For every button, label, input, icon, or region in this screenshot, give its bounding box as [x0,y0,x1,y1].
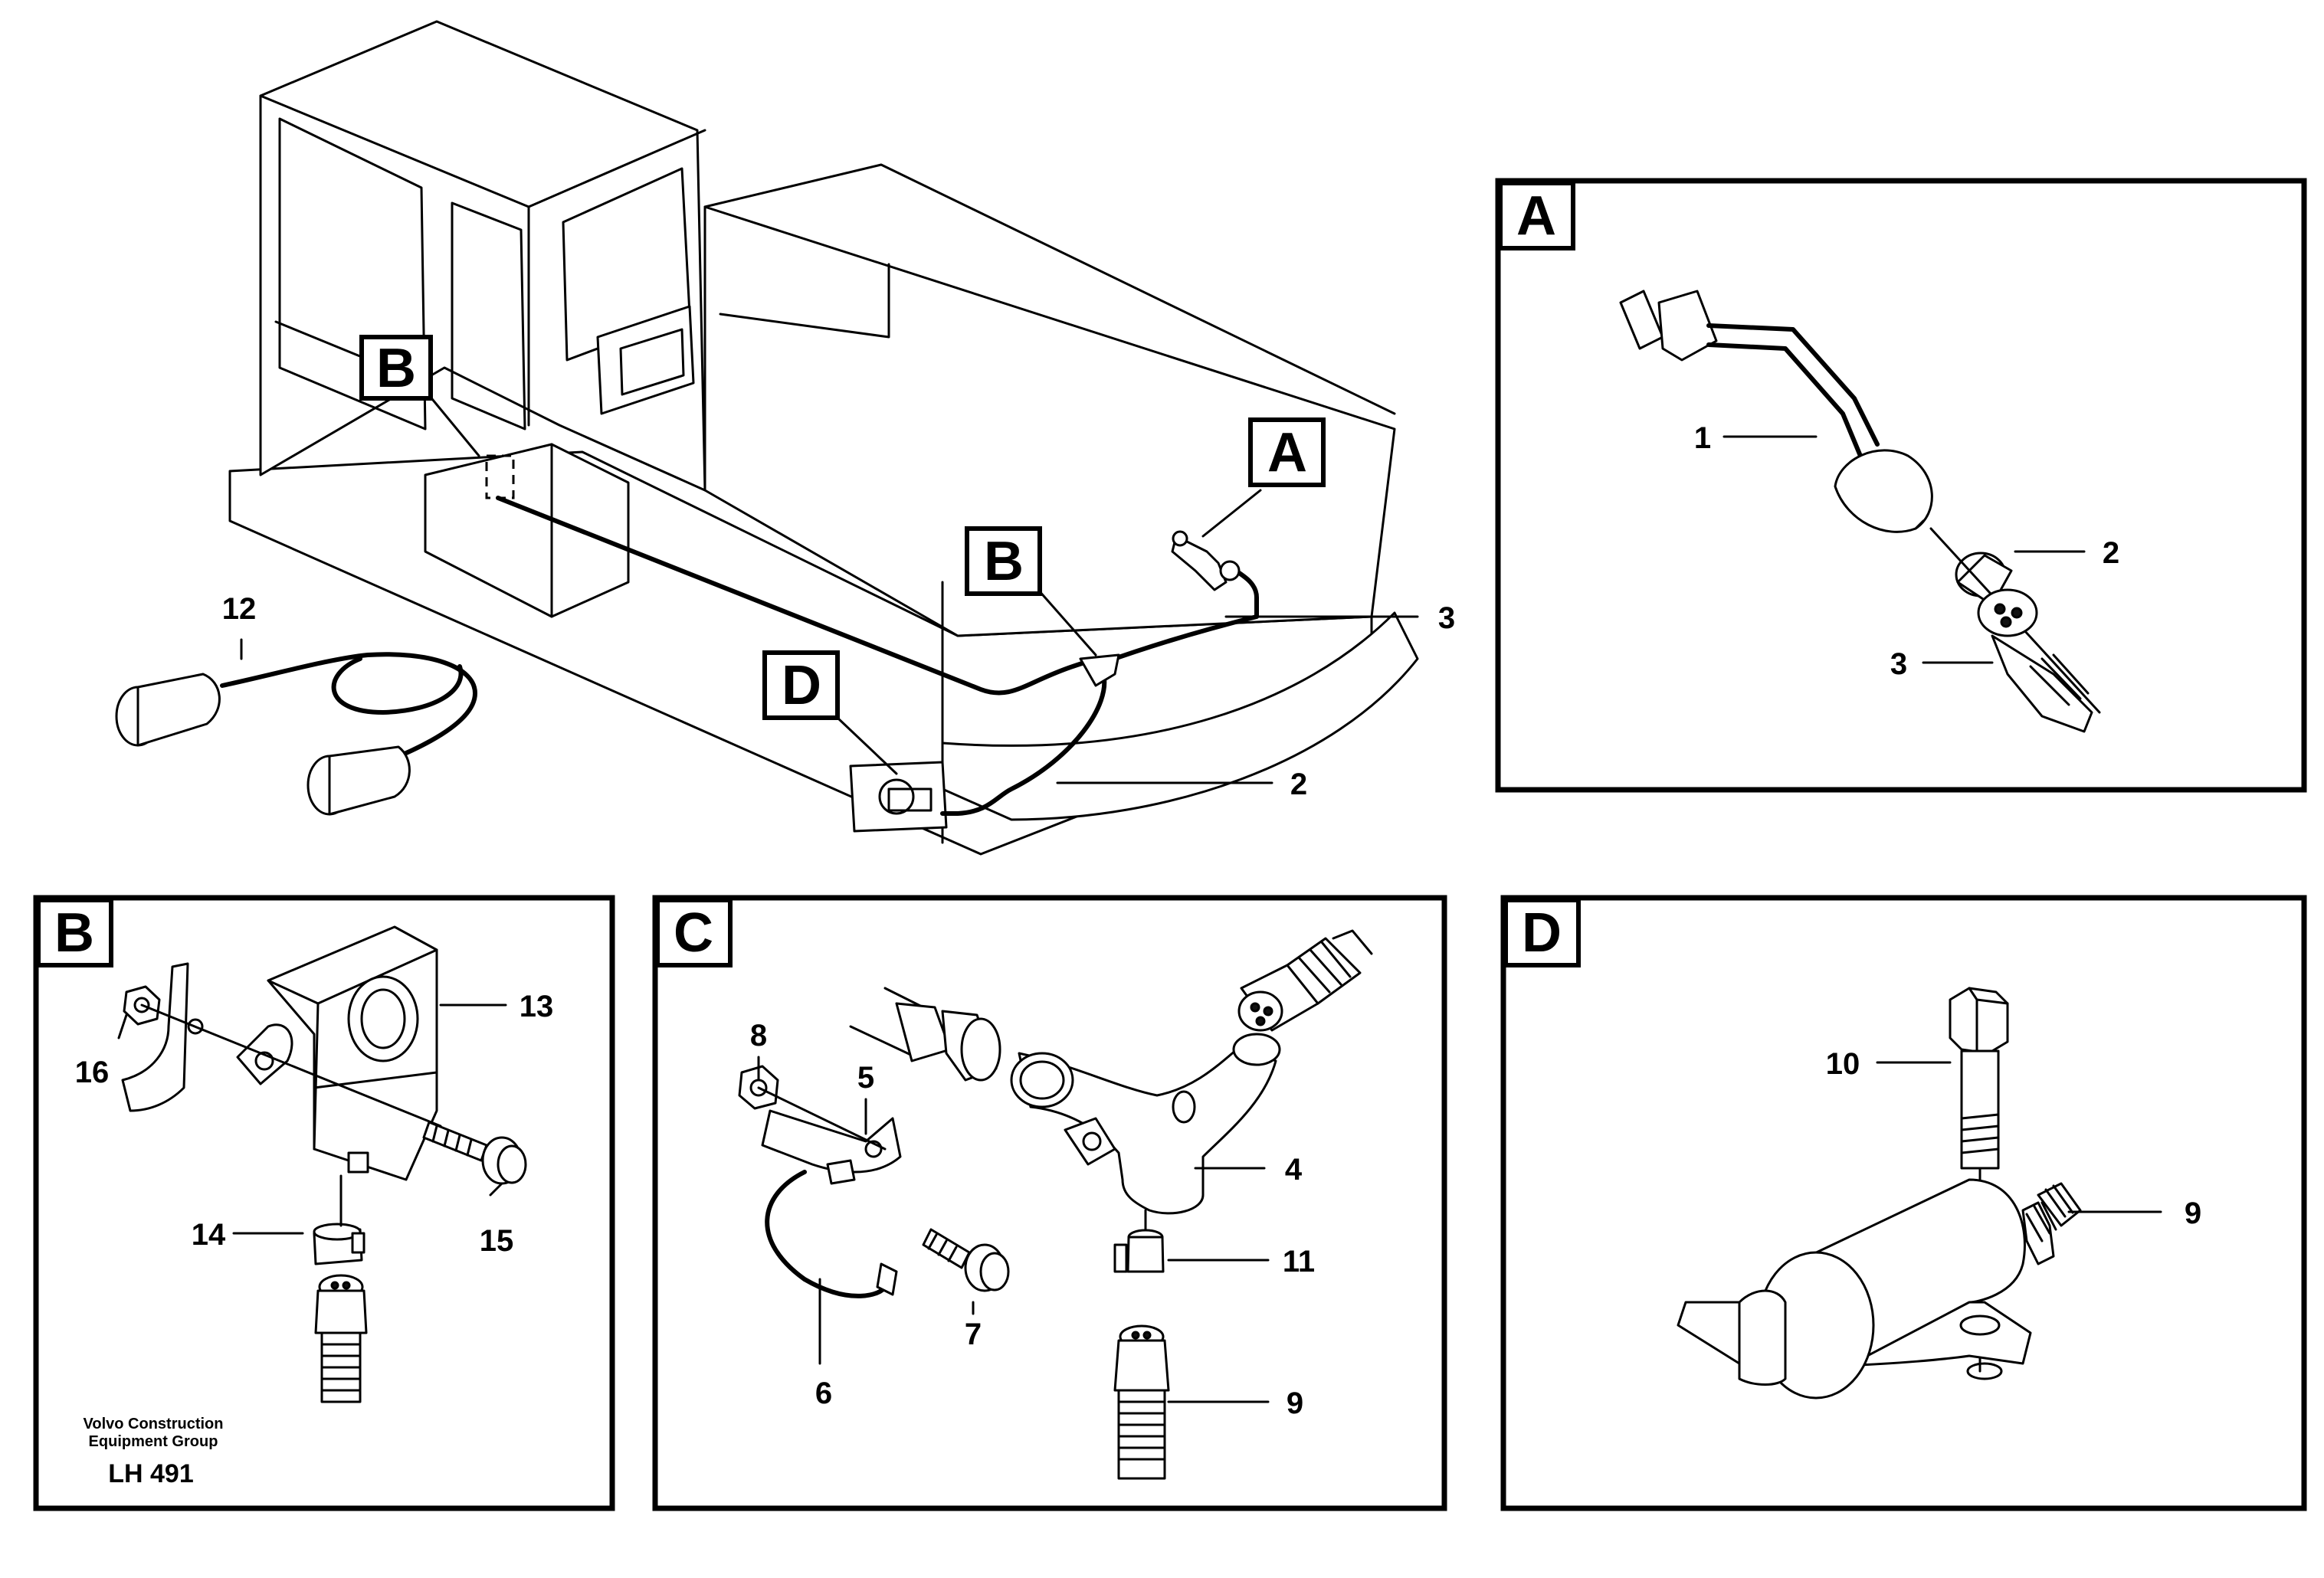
main-tag-b-left: B [359,335,433,401]
callout-13: 13 [520,990,554,1023]
y-splitter-part-4 [1010,1033,1281,1215]
connector-part-3 [1929,527,2101,733]
bolt-part-15 [422,1121,527,1185]
connector-part-9 [1113,1324,1170,1480]
callout-10: 10 [1826,1047,1860,1081]
callout-3: 3 [1438,601,1455,635]
main-tag-a: A [1248,417,1326,487]
callout-3: 3 [1890,647,1907,681]
callout-9: 9 [1287,1386,1303,1420]
seal-part-14 [313,1223,365,1265]
seal-part-11 [1113,1229,1165,1273]
cable-left [849,987,1001,1082]
fuel-pump-part-9 [1677,1178,2082,1400]
panel-letter: B [54,902,94,964]
callout-2: 2 [2103,536,2119,570]
clamp-part-5 [761,1109,902,1174]
tag-letter: B [984,531,1024,592]
detail-panel-a: A 1 2 3 [1495,178,2307,793]
tag-letter: A [1267,422,1307,483]
drawing-code: LH 491 [108,1459,194,1488]
tag-letter: D [782,655,821,716]
main-tag-d: D [762,650,840,720]
detail-panel-b: B [33,895,615,1511]
machine-illustration [228,20,1419,856]
main-overview: B A B D 12 3 2 [115,20,1455,856]
callout-7: 7 [965,1318,982,1351]
callout-11: 11 [1283,1245,1315,1278]
callout-4: 4 [1285,1153,1303,1187]
main-tag-b-right: B [965,526,1042,596]
panel-letter: D [1522,902,1562,964]
bolt-part-10 [1949,987,2009,1170]
callout-5: 5 [857,1061,874,1095]
callout-9: 9 [2185,1197,2201,1230]
detail-panel-d: D 10 9 [1500,895,2307,1511]
detail-panel-c: C [652,895,1447,1511]
wiring-harness [496,496,1259,816]
bolt-part-7 [922,1228,1010,1292]
connector-cable [314,1274,368,1403]
callout-8: 8 [750,1019,767,1053]
credit-line-2: Equipment Group [89,1433,218,1450]
callout-16: 16 [75,1056,110,1089]
callout-12: 12 [222,592,257,626]
extension-cable-part-12 [115,652,477,816]
panel-letter: A [1516,185,1556,247]
callout-2: 2 [1290,768,1307,801]
callout-6: 6 [815,1377,832,1410]
panel-letter: C [674,902,713,964]
socket-part-13 [236,925,438,1181]
cable-tie-part-6 [765,1159,898,1298]
callout-1: 1 [1694,421,1711,455]
callout-15: 15 [480,1224,514,1258]
cable-right [1237,929,1373,1032]
tag-letter: B [376,338,416,399]
credit-line-1: Volvo Construction [84,1416,224,1432]
callout-14: 14 [192,1218,226,1252]
sensor-part-1 [1619,290,1933,533]
